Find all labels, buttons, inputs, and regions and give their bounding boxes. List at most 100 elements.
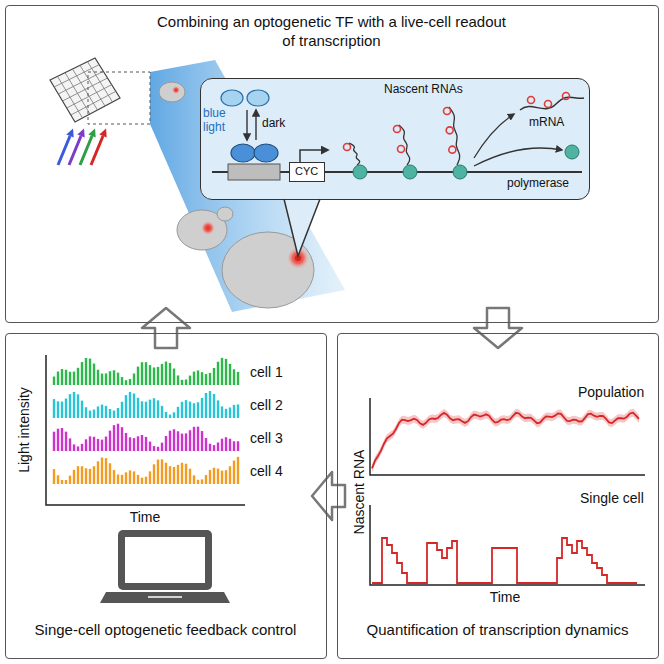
light-bars [237, 457, 239, 484]
light-bars [185, 379, 187, 385]
light-bars [205, 374, 207, 385]
single-cell-axes [370, 505, 645, 585]
yeast-cells [172, 86, 180, 94]
light-bars [61, 402, 63, 418]
light-bars [181, 463, 183, 484]
light-bars [177, 375, 179, 385]
light-bars [193, 427, 195, 451]
release-arrows [474, 114, 514, 158]
light-bars [54, 358, 238, 484]
text-holder: Quantification of transcription dynamics [340, 620, 656, 640]
light-bars [169, 415, 171, 418]
light-bars [93, 364, 95, 385]
light-bars [101, 458, 103, 484]
light-bars [213, 468, 215, 484]
chart-label: Population [578, 384, 644, 400]
light-bars [185, 400, 187, 418]
light-bars [57, 372, 59, 385]
light-bars [157, 447, 159, 451]
light-bars [97, 461, 99, 484]
light-bars [149, 365, 151, 385]
light-bars [69, 394, 71, 418]
light-bars [141, 478, 143, 484]
light-bars [129, 392, 131, 418]
nascent-rna [403, 165, 417, 179]
light-bars [153, 398, 155, 418]
text-holder: blue light [203, 107, 239, 135]
light-bars [101, 405, 103, 418]
light-bars [57, 401, 59, 418]
light-bars [113, 470, 115, 484]
light-bars [93, 410, 95, 418]
light-bars [93, 466, 95, 484]
light-bars [133, 373, 135, 385]
label-holder: Population [578, 384, 644, 400]
light-bars [157, 460, 159, 484]
light-bars [209, 470, 211, 484]
light-bars [89, 359, 91, 385]
panel-title: Quantification of transcription dynamics [340, 620, 656, 640]
mirror-grid [80, 65, 105, 106]
light-bars [209, 444, 211, 451]
light-bars [133, 471, 135, 484]
light-bars [145, 402, 147, 418]
light-bars [121, 377, 123, 385]
nascent-rna [449, 107, 460, 165]
light-bars [201, 431, 203, 451]
row-label: cell 4 [250, 463, 283, 479]
equilibrium-arrows [255, 110, 256, 140]
light-bars [185, 433, 187, 451]
light-bars [201, 479, 203, 484]
nascent-rna [394, 126, 401, 133]
callout-box: blue lightdarkNascent RNAsmRNApolymerase… [200, 78, 590, 200]
population-axes [370, 398, 645, 475]
light-bars [77, 446, 79, 451]
light-bars [197, 427, 199, 451]
light-bars [133, 393, 135, 418]
light-bars [177, 431, 179, 451]
light-bars [157, 400, 159, 418]
light-bars [221, 439, 223, 451]
light-bars [197, 370, 199, 385]
light-bars [169, 466, 171, 484]
light-bars [93, 437, 95, 451]
light-bars [173, 467, 175, 484]
light-bars [129, 437, 131, 451]
light-bars [173, 412, 175, 418]
led-light-sources [88, 129, 95, 138]
light-bars [125, 380, 127, 385]
light-bars [69, 438, 71, 451]
light-bars [157, 367, 159, 385]
light-bars [137, 367, 139, 385]
callout-label: mRNA [529, 115, 564, 129]
tf-monomers [221, 90, 269, 106]
row-label: cell 1 [250, 364, 283, 380]
yeast-cells [217, 207, 233, 221]
light-bars [73, 470, 75, 484]
light-bars [233, 405, 235, 418]
callout-label: polymerase [507, 176, 569, 190]
mirror-grid [88, 62, 113, 102]
light-bars [81, 401, 83, 418]
callout-label: dark [262, 116, 285, 130]
light-bars [145, 477, 147, 484]
dashed-frame [88, 72, 150, 124]
light-bars [85, 468, 87, 484]
light-bars [169, 431, 171, 451]
nascent-rna [344, 107, 468, 179]
led-light-sources [69, 136, 81, 165]
mrna [528, 97, 535, 104]
row-label: cell 3 [250, 430, 283, 446]
light-bars [145, 437, 147, 451]
light-bars [125, 433, 127, 451]
population-trace [372, 409, 639, 473]
panel-title: Singe-cell optogenetic feedback control [12, 620, 320, 640]
single-cell-trace [372, 538, 637, 583]
yeast-cells [159, 82, 185, 102]
binding-site [228, 164, 280, 180]
light-bars [181, 380, 183, 385]
flow-arrow [142, 308, 190, 348]
